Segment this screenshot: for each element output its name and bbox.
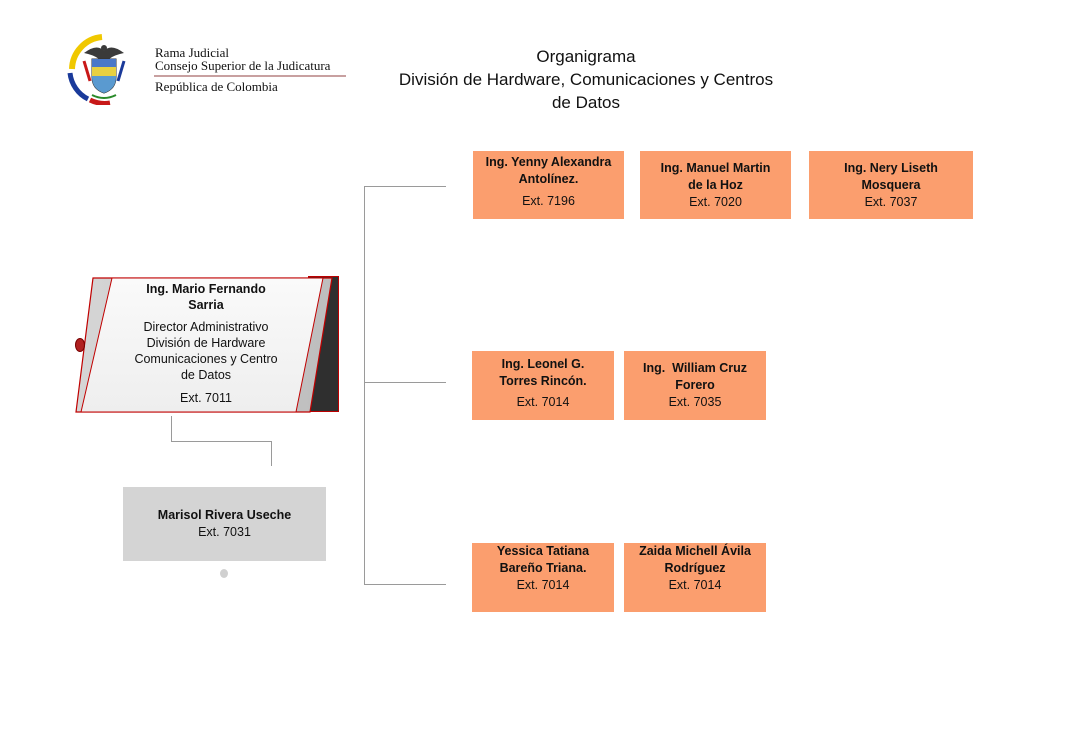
connector-director-down — [171, 416, 172, 442]
director-name: Ing. Mario Fernando Sarria — [110, 281, 302, 313]
staff-name-line: Yessica Tatiana — [496, 544, 590, 558]
rama-judicial-logo: Rama Judicial Consejo Superior de la Jud… — [62, 33, 362, 105]
assistant-ext: Ext. 7031 — [198, 525, 251, 539]
assistant-name: Marisol Rivera Useche — [157, 508, 292, 522]
connector-branch-3 — [364, 584, 446, 585]
staff-name-line: Ing. Yenny Alexandra — [485, 155, 612, 169]
staff-name-line: Ing. Manuel Martin — [660, 161, 771, 175]
title-line: División de Hardware, Comunicaciones y C… — [398, 70, 774, 89]
staff-name-line: Mosquera — [861, 178, 921, 192]
logo-line-consejo: Consejo Superior de la Judicatura — [155, 58, 331, 73]
staff-name: Ing. Manuel Martin de la Hoz — [640, 160, 791, 194]
staff-ext: Ext. 7035 — [668, 395, 722, 409]
logo-line-rama-judicial: Rama Judicial — [155, 45, 230, 60]
staff-box[interactable]: Ing. Leonel G. Torres Rincón. Ext. 7014 — [472, 351, 614, 420]
director-box[interactable]: Ing. Mario Fernando Sarria Director Admi… — [110, 281, 302, 406]
director-name-line: Sarria — [188, 298, 224, 312]
staff-box[interactable]: Ing. Manuel Martin de la Hoz Ext. 7020 — [640, 151, 791, 219]
title-line: Organigrama — [536, 47, 636, 66]
staff-name-line: Forero — [675, 378, 715, 392]
staff-name-line: Ing. Leonel G. — [501, 357, 585, 371]
staff-name-line: de la Hoz — [688, 178, 743, 192]
staff-name: Ing. Leonel G. Torres Rincón. — [472, 356, 614, 390]
staff-name-line: Antolínez. — [518, 172, 579, 186]
director-role-line: Director Administrativo — [143, 320, 269, 334]
staff-name-line: Ing. Nery Liseth — [844, 161, 938, 175]
staff-name-line: Rodríguez — [664, 561, 726, 575]
connector-assistant-down — [271, 441, 272, 466]
assistant-connector-dot — [220, 569, 228, 578]
connector-trunk — [364, 186, 365, 584]
connector-assistant-horizontal — [171, 441, 272, 442]
director-ext: Ext. 7011 — [180, 391, 232, 405]
staff-ext: Ext. 7020 — [689, 195, 742, 209]
logo-line-republica: República de Colombia — [155, 79, 278, 94]
staff-ext: Ext. 7196 — [522, 194, 575, 208]
title-line: de Datos — [551, 93, 621, 112]
director-connector-dot — [75, 338, 85, 352]
colombia-coat-of-arms-icon — [67, 34, 126, 105]
staff-ext: Ext. 7014 — [668, 578, 722, 592]
assistant-box[interactable]: Marisol Rivera Useche Ext. 7031 — [123, 487, 326, 561]
staff-name-line: Bareño Triana. — [499, 561, 587, 575]
page-title: Organigrama División de Hardware, Comuni… — [370, 45, 802, 114]
staff-ext: Ext. 7037 — [864, 195, 918, 209]
connector-branch-2 — [364, 382, 446, 383]
director-box-shape — [75, 277, 333, 413]
connector-branch-1 — [364, 186, 446, 187]
staff-name-line: Zaida Michell Ávila — [639, 544, 751, 558]
staff-ext: Ext. 7014 — [516, 578, 570, 592]
director-role-line: División de Hardware — [146, 336, 266, 350]
staff-name-line: Torres Rincón. — [499, 374, 587, 388]
staff-name-line: Ing. William Cruz — [642, 361, 748, 375]
director-role: Director Administrativo División de Hard… — [110, 319, 302, 383]
director-role-line: Comunicaciones y Centro — [134, 352, 278, 366]
logo-divider — [154, 75, 346, 77]
director-role-line: de Datos — [180, 368, 232, 382]
staff-ext: Ext. 7014 — [516, 395, 570, 409]
director-name-line: Ing. Mario Fernando — [146, 282, 266, 296]
